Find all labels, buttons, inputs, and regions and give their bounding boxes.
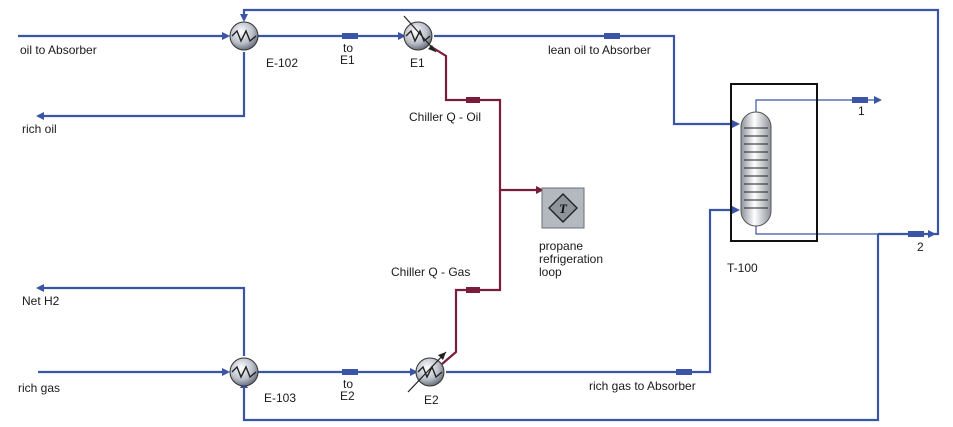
stream-arrow xyxy=(36,284,44,292)
label-stream-2: 2 xyxy=(917,240,924,254)
energy-tag xyxy=(466,287,480,293)
label-t100: T-100 xyxy=(727,261,758,275)
label-e103: E-103 xyxy=(264,391,296,405)
stream-tag xyxy=(908,231,924,237)
absorber-column-t100[interactable] xyxy=(730,83,818,242)
stream-arrow xyxy=(240,14,248,22)
stream-arrow xyxy=(732,206,740,214)
label-to-e1-line2: E1 xyxy=(340,53,355,67)
label-stream-1: 1 xyxy=(858,104,865,118)
stream-net-h2[interactable] xyxy=(38,286,246,356)
label-rich-gas-to-absorber: rich gas to Absorber xyxy=(589,379,696,393)
label-net-h2: Net H2 xyxy=(22,294,60,308)
energy-stream-chiller-q-gas[interactable] xyxy=(441,190,502,365)
label-lean-oil-to-absorber: lean oil to Absorber xyxy=(548,43,651,57)
label-refrigeration-line1: propane xyxy=(539,239,583,253)
stream-rich-gas-to-absorber[interactable] xyxy=(446,208,738,374)
stream-tag xyxy=(604,33,620,39)
column-trays xyxy=(744,127,768,209)
label-rich-oil: rich oil xyxy=(22,122,57,136)
heat-exchanger-e102[interactable] xyxy=(229,21,259,51)
energy-arrow xyxy=(536,186,544,194)
label-e2: E2 xyxy=(424,393,439,407)
label-to-e2-line1: to xyxy=(343,377,353,391)
stream-bottoms-line xyxy=(755,226,878,235)
stream-overhead-line xyxy=(755,99,880,114)
label-chiller-q-gas: Chiller Q - Gas xyxy=(391,265,470,279)
stream-arrow xyxy=(732,120,740,128)
label-rich-gas: rich gas xyxy=(18,381,60,395)
label-oil-to-absorber: oil to Absorber xyxy=(20,43,97,57)
energy-tag xyxy=(466,97,480,103)
stream-arrow xyxy=(36,112,44,120)
stream-tag xyxy=(676,369,692,375)
label-e1: E1 xyxy=(410,56,425,70)
heat-exchanger-e103[interactable] xyxy=(229,357,259,387)
stream-2-bottom-loop[interactable] xyxy=(242,234,880,422)
label-chiller-q-oil: Chiller Q - Oil xyxy=(409,110,481,124)
chiller-e1[interactable] xyxy=(403,15,437,53)
refrigeration-symbol: T xyxy=(559,201,568,216)
stream-arrow xyxy=(928,230,936,238)
stream-tag xyxy=(342,33,358,39)
label-e102: E-102 xyxy=(266,56,298,70)
label-to-e2-line2: E2 xyxy=(340,389,355,403)
label-refrigeration-line2: refrigeration xyxy=(539,252,603,266)
chiller-e2[interactable] xyxy=(407,351,447,393)
label-refrigeration-line3: loop xyxy=(539,265,562,279)
label-to-e1-line1: to xyxy=(343,41,353,55)
stream-arrow xyxy=(222,32,230,40)
stream-arrow xyxy=(398,32,406,40)
stream-arrow xyxy=(874,96,882,104)
stream-arrow xyxy=(222,368,230,376)
stream-arrow xyxy=(410,368,418,376)
stream-rich-oil[interactable] xyxy=(38,52,246,118)
stream-lean-oil-to-absorber[interactable] xyxy=(434,34,738,126)
stream-tag xyxy=(342,369,358,375)
stream-tag xyxy=(852,97,868,103)
refrigeration-loop-block[interactable]: T xyxy=(541,187,585,229)
